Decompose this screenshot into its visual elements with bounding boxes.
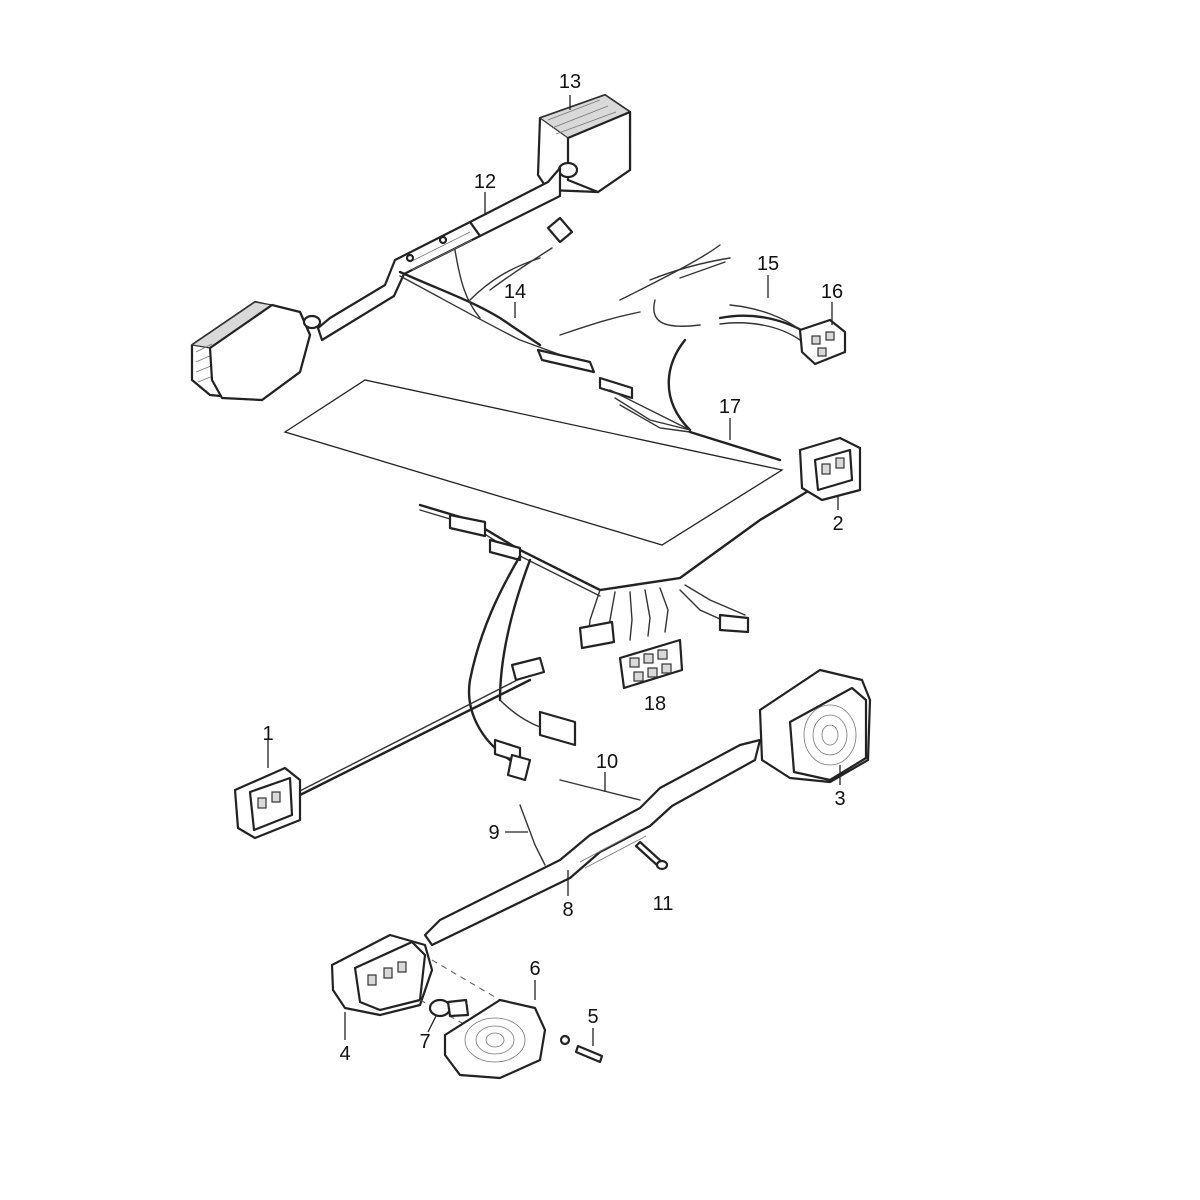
rear-right-turn-signal — [758, 668, 872, 784]
callout-9: 9 — [488, 822, 499, 844]
callout-2: 2 — [832, 513, 843, 535]
front-left-turn-signal — [190, 300, 322, 402]
rear-left-turn-signal — [330, 933, 501, 1031]
callout-labels: 13 12 14 15 16 17 2 18 1 3 10 9 8 11 6 5… — [262, 71, 845, 1065]
callout-18: 18 — [644, 693, 666, 715]
callout-13: 13 — [559, 71, 581, 93]
multi-pin-coupler — [618, 638, 684, 690]
rear-left-light-housing — [233, 656, 546, 840]
turn-signal-lens — [443, 998, 547, 1080]
harness-upper-branch — [598, 244, 807, 433]
rear-right-light-housing — [798, 436, 862, 502]
callout-11: 11 — [653, 893, 674, 915]
bulb — [428, 998, 470, 1018]
callout-1: 1 — [262, 723, 273, 745]
rear-turn-signal-stay — [423, 738, 762, 947]
callout-5: 5 — [587, 1006, 598, 1028]
rear-branch-harness — [467, 554, 577, 782]
callout-7: 7 — [419, 1031, 430, 1053]
callout-3: 3 — [834, 788, 845, 810]
front-turn-signal-stay — [316, 166, 562, 342]
bolt — [634, 840, 669, 871]
callout-12: 12 — [474, 171, 496, 193]
callout-14: 14 — [504, 281, 526, 303]
front-sub-harness — [398, 216, 641, 374]
callout-8: 8 — [562, 899, 573, 921]
callout-17: 17 — [719, 396, 741, 418]
connector-lead-and-coupler — [729, 304, 847, 366]
callout-4: 4 — [339, 1043, 350, 1065]
lens-screw — [559, 1034, 604, 1064]
main-wire-harness — [418, 430, 812, 597]
leader-lines — [267, 95, 841, 1046]
callout-6: 6 — [529, 958, 540, 980]
callout-16: 16 — [821, 281, 843, 303]
harness-connector-cluster — [578, 584, 750, 650]
callout-15: 15 — [757, 253, 779, 275]
harness-backing-sheet — [283, 379, 784, 546]
callout-10: 10 — [596, 751, 618, 773]
